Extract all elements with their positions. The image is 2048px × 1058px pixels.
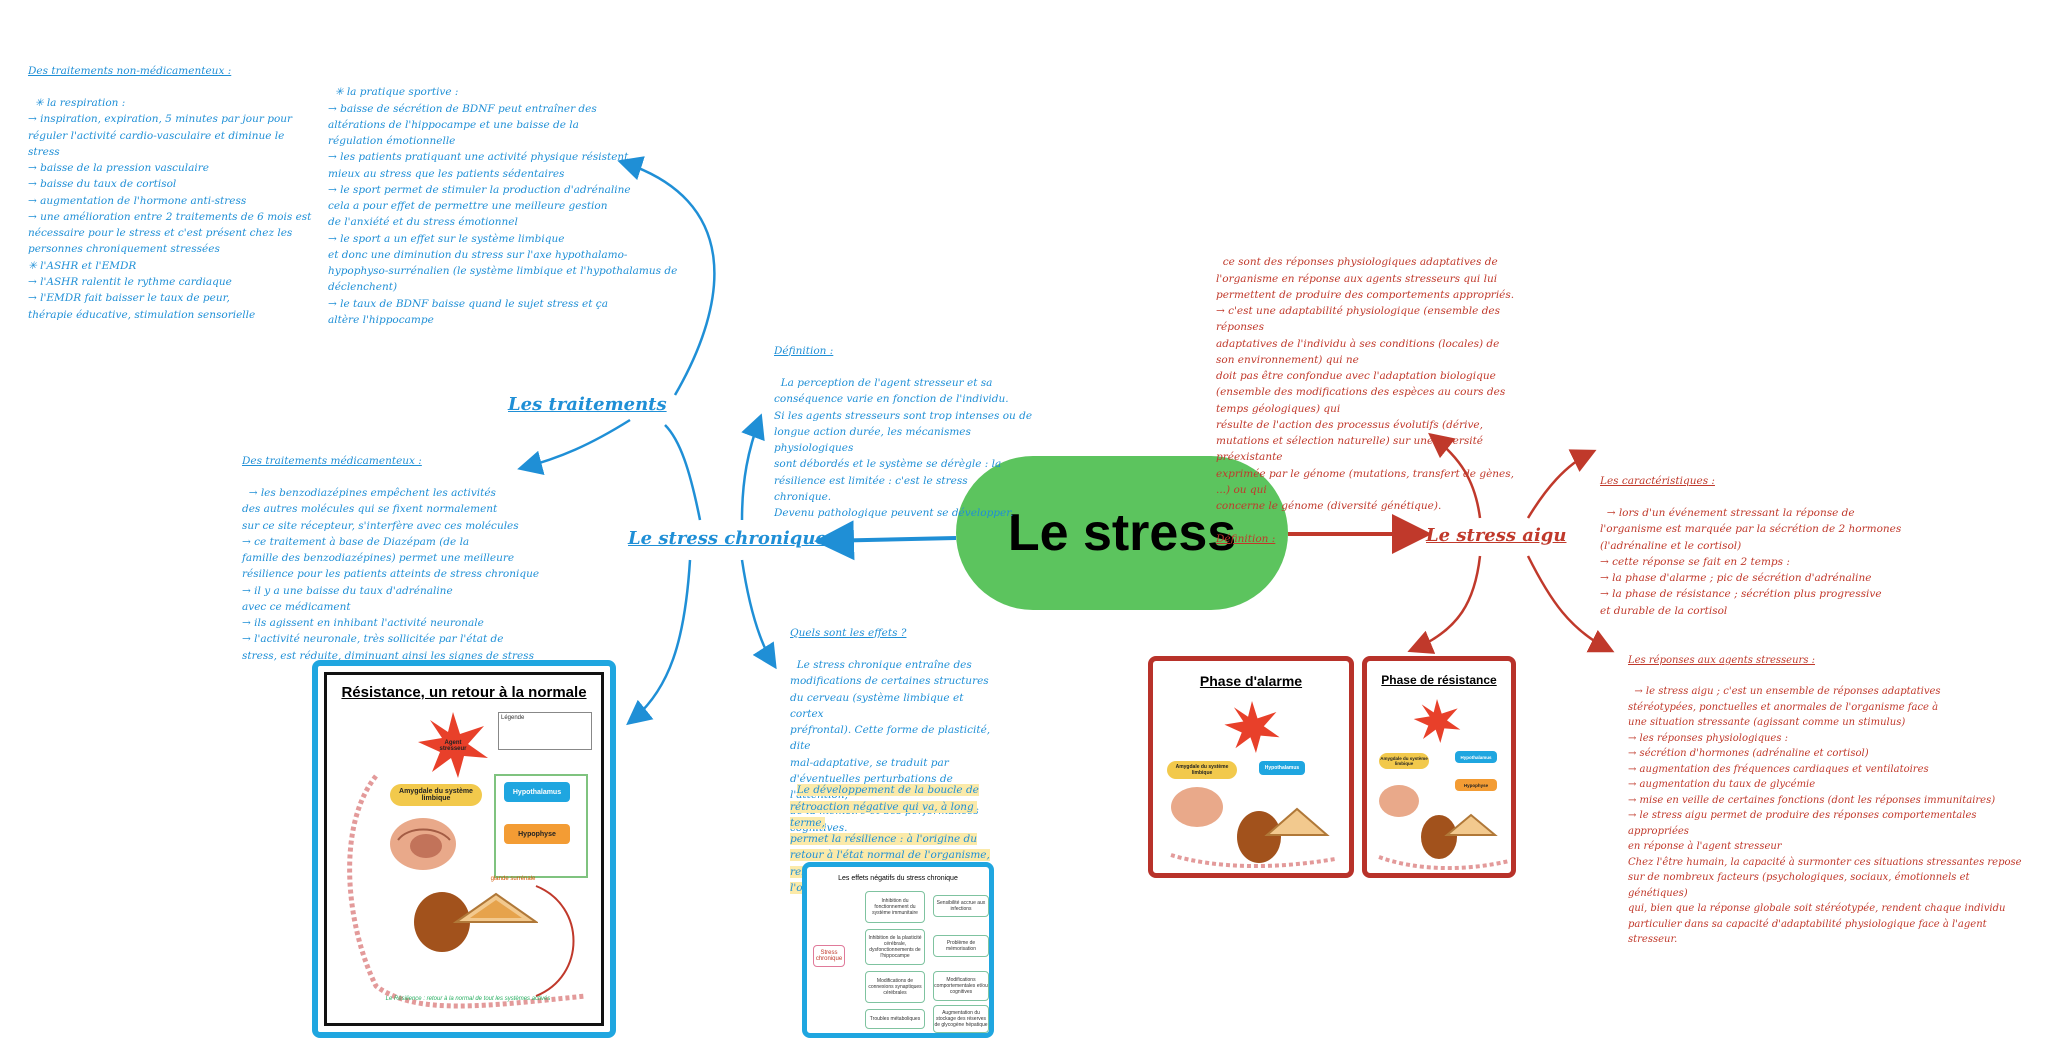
- limbique-box: Amygdale du système limbique: [390, 784, 482, 806]
- right-box-4: Augmentation du stockage des réserves de…: [933, 1005, 989, 1033]
- alarm-diagram-icon: [1170, 787, 1336, 869]
- link-chronique-card: [626, 559, 692, 726]
- branch-traitements[interactable]: Les traitements: [508, 394, 667, 415]
- mid-box-1: Inhibition du fonctionnement du système …: [865, 891, 925, 923]
- link-chronique-effets: [740, 559, 777, 670]
- card-title: Résistance, un retour à la normale: [341, 684, 587, 701]
- note-title: Les caractéristiques :: [1600, 474, 1715, 487]
- legend-box: Légende: [498, 712, 592, 750]
- right-box-1: Sensibilité accrue aux infections: [933, 895, 989, 917]
- note-body: ✳ la respiration : → inspiration, expira…: [28, 97, 312, 321]
- card-resistance-normale[interactable]: Résistance, un retour à la normale Agent…: [312, 660, 616, 1038]
- link-aigu-caracteristiques: [1526, 449, 1597, 519]
- note-pratique-sportive[interactable]: ✳ la pratique sportive : → baisse de séc…: [328, 68, 678, 328]
- agent-stresseur-star-icon: [1224, 701, 1280, 753]
- link-aigu-reponses: [1526, 555, 1615, 653]
- note-title: Les réponses aux agents stresseurs :: [1628, 655, 1815, 666]
- link-traitements-nonmed: [617, 156, 716, 396]
- hypothalamus-box: Hypothalamus: [1455, 751, 1497, 763]
- right-box-3: Modifications comportementales et/ou cog…: [933, 971, 989, 1001]
- central-topic-label: Le stress: [1007, 504, 1237, 562]
- note-body: La perception de l'agent stresseur et sa…: [774, 377, 1033, 520]
- branch-stress-chronique[interactable]: Le stress chronique: [628, 528, 827, 549]
- central-topic[interactable]: Le stress: [956, 456, 1288, 610]
- note-title: Définition :: [774, 344, 834, 357]
- note-body: → lors d'un événement stressant la répon…: [1600, 507, 1902, 617]
- note-caracteristiques[interactable]: Les caractéristiques : → lors d'un événe…: [1600, 440, 1930, 619]
- hypothalamus-box: Hypothalamus: [504, 782, 570, 802]
- note-title: Des traitements non-médicamenteux :: [28, 64, 232, 77]
- card-effets-negatifs[interactable]: Les effets négatifs du stress chronique …: [802, 862, 994, 1038]
- legend-label: Légende: [501, 715, 525, 721]
- limbique-box: Amygdale du système limbique: [1379, 753, 1429, 769]
- mid-box-4: Troubles métaboliques: [865, 1009, 925, 1029]
- right-box-2: Problème de mémorisation: [933, 935, 989, 957]
- limbique-box: Amygdale du système limbique: [1167, 761, 1237, 779]
- card-footer: Le Résilience : retour à la normal de to…: [385, 996, 551, 1002]
- card-title: Phase de résistance: [1381, 673, 1497, 687]
- note-body: ✳ la pratique sportive : → baisse de séc…: [328, 86, 678, 326]
- note-body: → le stress aigu ; c'est un ensemble de …: [1628, 686, 2022, 945]
- hypophyse-box: Hypophyse: [504, 824, 570, 844]
- card-phase-resistance[interactable]: Phase de résistance Amygdale du système …: [1362, 656, 1516, 878]
- note-title: Des traitements médicamenteux :: [242, 454, 422, 467]
- note-definition-aigu[interactable]: ce sont des réponses physiologiques adap…: [1216, 238, 1516, 563]
- agent-stresseur-star-icon: [418, 712, 488, 778]
- hypophyse-box: Hypophyse: [1455, 779, 1497, 791]
- card-phase-alarme[interactable]: Phase d'alarme Amygdale du système limbi…: [1148, 656, 1354, 878]
- note-title: Quels sont les effets ?: [790, 626, 907, 639]
- note-non-medicamenteux[interactable]: Des traitements non-médicamenteux : ✳ la…: [28, 30, 318, 323]
- mid-box-3: Modifications de connexions synaptiques …: [865, 971, 925, 1003]
- link-aigu-definition: [1428, 432, 1482, 519]
- link-chronique-definition: [740, 413, 765, 521]
- note-reponses[interactable]: Les réponses aux agents stresseurs : → l…: [1628, 622, 2024, 948]
- brain-icon: [390, 818, 456, 870]
- note-medicamenteux[interactable]: Des traitements médicamenteux : → les be…: [242, 420, 542, 664]
- card-title: Les effets négatifs du stress chronique: [838, 875, 958, 882]
- hypothalamus-box: Hypothalamus: [1259, 761, 1305, 775]
- link-traitements-med: [517, 418, 631, 475]
- blood-vessel-path: [347, 774, 587, 1009]
- branch-stress-aigu[interactable]: Le stress aigu: [1426, 525, 1567, 546]
- note-body: ce sont des réponses physiologiques adap…: [1216, 256, 1515, 513]
- link-chronique-traitements: [664, 424, 702, 521]
- card-inner-frame: [324, 672, 604, 1026]
- link-aigu-phases: [1407, 555, 1482, 654]
- note-definition-chronique[interactable]: Définition : La perception de l'agent st…: [774, 310, 1034, 521]
- surrenale-label: glande surrénale: [490, 876, 536, 882]
- card-title: Phase d'alarme: [1199, 673, 1303, 689]
- link-center-chronique: [814, 520, 957, 561]
- star-label: Agent stresseur: [439, 740, 467, 752]
- note-title: Définition :: [1216, 532, 1276, 545]
- adrenal-gland-icon: [414, 892, 538, 952]
- note-body: → les benzodiazépines empêchent les acti…: [242, 487, 540, 662]
- agent-stresseur-star-icon: [1413, 699, 1461, 743]
- root-box: Stress chronique: [813, 945, 845, 967]
- mid-box-2: Inhibition de la plasticité cérébrale, d…: [865, 929, 925, 965]
- hypo-frame: [494, 774, 588, 878]
- resistance-diagram-icon: [1378, 785, 1510, 871]
